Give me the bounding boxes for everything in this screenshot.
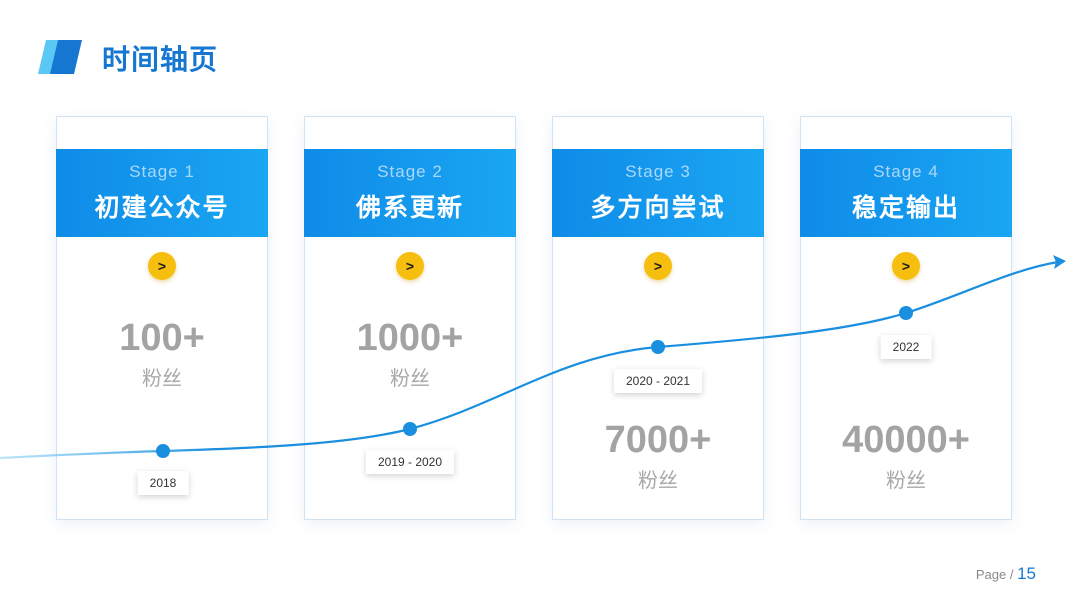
chevron-right-icon[interactable]: > (148, 252, 176, 280)
fan-count-value: 1000+ (356, 317, 464, 359)
fan-count-value: 7000+ (604, 419, 712, 461)
stage-header: Stage 3 多方向尝试 (552, 149, 764, 237)
page-title: 时间轴页 (102, 43, 219, 76)
fan-count-unit: 粉丝 (886, 468, 926, 492)
chevron-right-icon[interactable]: > (892, 252, 920, 280)
fan-count: 1000+ 粉丝 (305, 317, 515, 391)
fan-count-unit: 粉丝 (638, 468, 678, 492)
fan-count-unit: 粉丝 (142, 366, 182, 390)
year-tag-3: 2020 - 2021 (613, 369, 703, 393)
page-label: Page / (975, 567, 1014, 582)
timeline-path (0, 260, 1059, 460)
fan-count-unit: 粉丝 (390, 366, 430, 390)
fan-count: 7000+ 粉丝 (553, 419, 763, 493)
year-tag-2: 2019 - 2020 (365, 450, 455, 474)
stage-label: Stage 4 (873, 162, 939, 181)
stage-label: Stage 2 (377, 162, 443, 181)
fan-count-value: 100+ (119, 317, 205, 359)
chevron-right-icon[interactable]: > (644, 252, 672, 280)
stage-name: 佛系更新 (355, 193, 464, 222)
fan-count: 40000+ 粉丝 (801, 419, 1011, 493)
logo-icon (38, 40, 82, 74)
timeline-dot-4 (899, 306, 913, 320)
stage-header: Stage 2 佛系更新 (304, 149, 516, 237)
stage-label: Stage 1 (129, 162, 195, 181)
fan-count-value: 40000+ (842, 419, 970, 461)
fan-count: 100+ 粉丝 (57, 317, 267, 391)
timeline-dot-2 (403, 422, 417, 436)
timeline-dot-3 (651, 340, 665, 354)
stage-card-3: Stage 3 多方向尝试 > 7000+ 粉丝 (552, 116, 764, 520)
stage-header: Stage 1 初建公众号 (56, 149, 268, 237)
year-tag-4: 2022 (880, 335, 932, 359)
timeline-dot-1 (156, 444, 170, 458)
chevron-right-icon[interactable]: > (396, 252, 424, 280)
page-indicator: Page / 15 (976, 564, 1036, 584)
page-number: 15 (1017, 564, 1036, 583)
stage-name: 稳定输出 (851, 193, 960, 222)
stage-header: Stage 4 稳定输出 (800, 149, 1012, 237)
stage-name: 多方向尝试 (590, 193, 726, 222)
stage-name: 初建公众号 (94, 193, 230, 222)
year-tag-1: 2018 (137, 471, 189, 495)
stage-label: Stage 3 (625, 162, 691, 181)
timeline-arrowhead (1053, 255, 1066, 269)
